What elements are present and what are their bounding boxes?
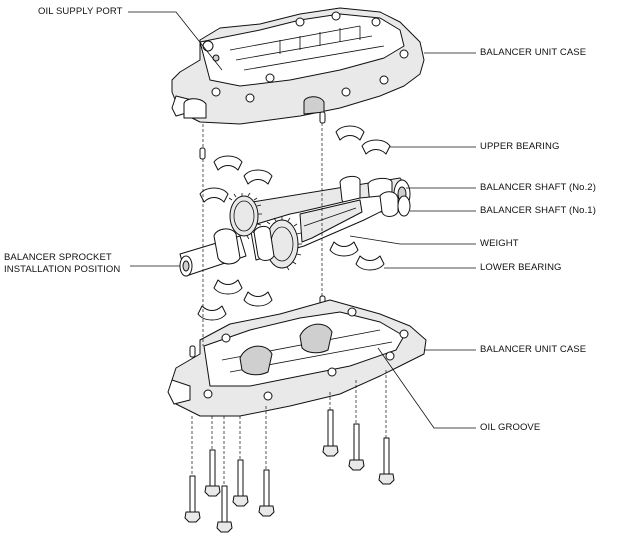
lower-balancer-unit-case	[167, 299, 427, 417]
case-bolts	[184, 409, 395, 533]
leader-lines	[128, 11, 476, 429]
sprocket-position-label-line1: BALANCER SPROCKET	[4, 252, 112, 263]
weight-label: WEIGHT	[480, 238, 519, 249]
bolt	[322, 409, 339, 457]
upper-bearing-shells	[199, 125, 391, 203]
dowel-pins-upper	[199, 111, 326, 160]
balancer-shaft-no1-label: BALANCER SHAFT (No.1)	[480, 205, 596, 216]
lower-bearing-label: LOWER BEARING	[480, 262, 562, 273]
balancer-shafts	[179, 175, 411, 277]
balancer-unit-case-lower-label: BALANCER UNIT CASE	[480, 344, 587, 355]
bolt	[258, 469, 275, 517]
bolt	[204, 449, 221, 497]
upper-balancer-unit-case	[171, 7, 425, 125]
bolt	[232, 459, 249, 507]
bolt	[378, 437, 395, 485]
balancer-unit-case-upper-label: BALANCER UNIT CASE	[480, 47, 587, 58]
alignment-lines	[191, 123, 387, 486]
bolt	[216, 485, 233, 533]
lower-bearing-shells	[197, 241, 385, 321]
bolt	[184, 475, 201, 523]
balancer-shaft-no2-label: BALANCER SHAFT (No.2)	[480, 182, 596, 193]
upper-bearing-label: UPPER BEARING	[480, 141, 560, 152]
oil-groove-label: OIL GROOVE	[480, 422, 541, 433]
bolt	[348, 423, 365, 471]
oil-supply-port-label: OIL SUPPLY PORT	[38, 6, 123, 17]
sprocket-position-label-line2: INSTALLATION POSITION	[4, 264, 121, 275]
